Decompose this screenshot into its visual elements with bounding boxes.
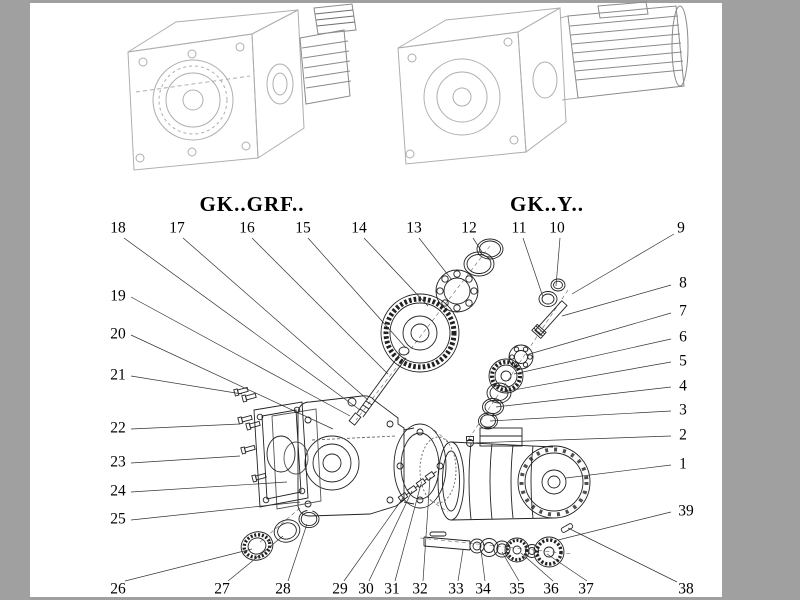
input-adapter-overview — [299, 3, 357, 105]
callout-17: 17 — [169, 219, 185, 237]
diagram-panel — [30, 3, 722, 597]
gasket-plate — [271, 408, 322, 510]
motor-overview — [567, 1, 689, 99]
output-shaft-assembly — [423, 523, 574, 568]
callout-7: 7 — [679, 302, 687, 320]
callout-8: 8 — [679, 274, 687, 292]
callout-21: 21 — [110, 366, 126, 384]
model-label-grf: GK..GRF.. — [199, 192, 305, 216]
callout-4: 4 — [679, 377, 687, 395]
model-label-y: GK..Y.. — [510, 192, 584, 216]
callout-36: 36 — [543, 580, 559, 598]
callout-9: 9 — [677, 219, 685, 237]
callout-12: 12 — [461, 219, 477, 237]
callout-22: 22 — [110, 419, 126, 437]
callout-24: 24 — [110, 482, 126, 500]
retaining-rings — [463, 238, 504, 277]
callout-10: 10 — [549, 219, 565, 237]
callout-5: 5 — [679, 352, 687, 370]
exploded-view — [233, 238, 591, 568]
tapered-bearing — [435, 269, 479, 313]
gear-housing — [297, 395, 447, 517]
callout-33: 33 — [448, 580, 464, 598]
input-pinion-shaft — [531, 278, 568, 339]
callout-15: 15 — [295, 219, 311, 237]
callout-23: 23 — [110, 453, 126, 471]
motor — [419, 427, 591, 521]
leader-lines — [123, 233, 678, 583]
callout-1: 1 — [679, 455, 687, 473]
large-helical-gear — [380, 293, 460, 373]
callout-30: 30 — [358, 580, 374, 598]
callout-31: 31 — [384, 580, 400, 598]
callout-25: 25 — [110, 510, 126, 528]
callout-20: 20 — [110, 325, 126, 343]
callout-38: 38 — [678, 580, 694, 598]
overview-drawing-y — [397, 1, 689, 165]
callout-28: 28 — [275, 580, 291, 598]
callout-16: 16 — [239, 219, 255, 237]
callout-13: 13 — [406, 219, 422, 237]
bolt-studs — [233, 386, 267, 483]
callout-32: 32 — [412, 580, 428, 598]
breather-plug — [466, 436, 474, 447]
output-bearing-rings — [240, 509, 320, 561]
callout-34: 34 — [475, 580, 491, 598]
small-fasteners — [397, 471, 437, 502]
callout-26: 26 — [110, 580, 126, 598]
overview-drawing-grf — [127, 3, 357, 171]
callout-14: 14 — [351, 219, 367, 237]
callout-35: 35 — [509, 580, 525, 598]
callout-19: 19 — [110, 287, 126, 305]
input-gear — [488, 358, 524, 394]
callout-11: 11 — [511, 219, 527, 237]
mounting-plate — [253, 401, 309, 508]
callout-29: 29 — [332, 580, 348, 598]
callout-18: 18 — [110, 219, 126, 237]
callout-3: 3 — [679, 401, 687, 419]
callout-37: 37 — [578, 580, 594, 598]
callout-39: 39 — [678, 502, 694, 520]
shim-rings — [478, 382, 512, 430]
callout-27: 27 — [214, 580, 230, 598]
gear-shaft — [348, 346, 410, 426]
callout-2: 2 — [679, 426, 687, 444]
callout-6: 6 — [679, 328, 687, 346]
